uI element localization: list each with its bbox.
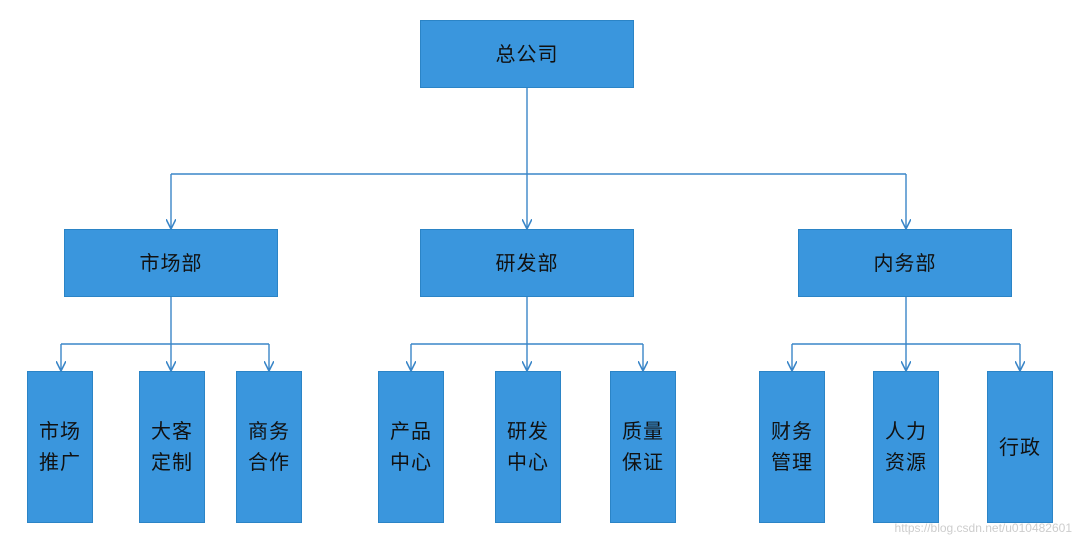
root-node: 总公司 [420,20,634,88]
leaf-node-hr: 人力资源 [873,371,939,523]
leaf-node-product-center: 产品中心 [378,371,444,523]
leaf-label-administration: 行政 [999,434,1041,459]
leaf-node-rd-center: 研发中心 [495,371,561,523]
root-label: 总公司 [495,42,559,66]
watermark: https://blog.csdn.net/u010482601 [894,521,1072,535]
leaf-node-finance: 财务管理 [759,371,825,523]
leaf-node-market-promotion: 市场推广 [27,371,93,523]
leaf-label-business-cooperation: 商务合作 [248,419,290,474]
leaf-node-quality-assurance: 质量保证 [610,371,676,523]
dept-label-rd: 研发部 [495,251,559,275]
dept-connector-internal [792,297,1020,370]
leaf-label-finance: 财务管理 [771,419,813,474]
leaf-label-product-center: 产品中心 [390,419,432,474]
leaf-label-market-promotion: 市场推广 [39,419,81,474]
dept-label-marketing: 市场部 [139,251,203,275]
dept-node-rd: 研发部 [420,229,634,297]
leaf-label-key-accounts: 大客定制 [151,419,193,474]
leaf-label-rd-center: 研发中心 [507,419,549,474]
leaf-node-business-cooperation: 商务合作 [236,371,302,523]
dept-node-marketing: 市场部 [64,229,278,297]
leaf-node-key-accounts: 大客定制 [139,371,205,523]
leaf-node-administration: 行政 [987,371,1053,523]
dept-label-internal: 内务部 [873,251,937,275]
leaf-label-hr: 人力资源 [885,419,927,474]
leaf-label-quality-assurance: 质量保证 [622,419,664,474]
root-connector [171,88,906,228]
dept-connector-marketing [61,297,269,370]
dept-node-internal: 内务部 [798,229,1012,297]
dept-connector-rd [411,297,643,370]
